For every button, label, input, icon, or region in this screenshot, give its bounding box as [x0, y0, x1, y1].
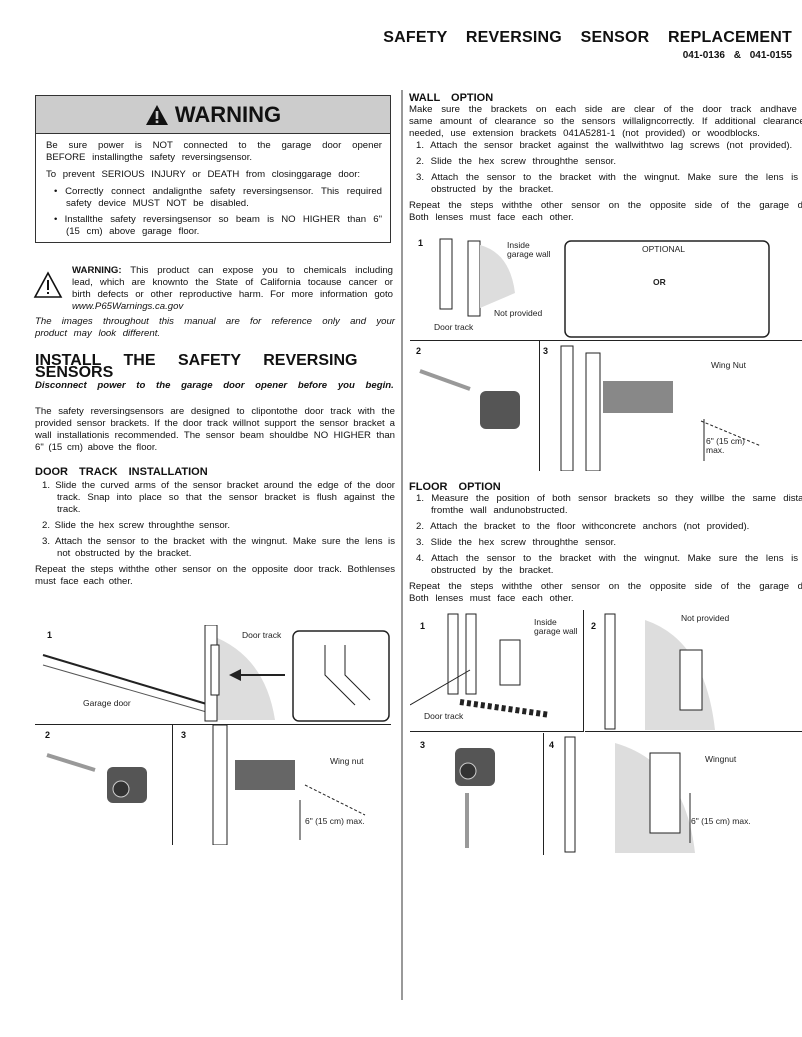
- wall-option-text: Make sure the brackets on each side are …: [409, 104, 802, 224]
- part-numbers: 041-0136 & 041-0155: [682, 50, 792, 61]
- warning-triangle-icon: [33, 271, 63, 298]
- step: 1. Measure the position of both sensor b…: [416, 493, 802, 516]
- repeat-note: Repeat the steps withthe other sensor on…: [409, 581, 802, 604]
- step: 3. Attach the sensor to the bracket with…: [416, 172, 802, 195]
- document-header: SAFETY REVERSING SENSOR REPLACEMENT 041-…: [292, 29, 792, 62]
- figure-floor-3: 3: [410, 733, 544, 855]
- floor-option-text: 1. Measure the position of both sensor b…: [409, 493, 802, 605]
- p65-link[interactable]: www.P65Warnings.ca.gov: [72, 301, 184, 312]
- prop65-warning: WARNING: This product can expose you to …: [33, 265, 393, 313]
- section-title-floor-option: FLOOR OPTION: [409, 481, 501, 493]
- section-title-install: INSTALL THE SAFETY REVERSING SENSORS: [35, 352, 358, 381]
- figure-floor-1: 1 Inside garage wall Door track: [410, 610, 584, 732]
- warning-box: WARNING Be sure power is NOT connected t…: [35, 95, 391, 243]
- warning-header: WARNING: [36, 96, 390, 134]
- repeat-note: Repeat the steps withthe other sensor on…: [35, 564, 395, 587]
- wall-intro: Make sure the brackets on each side are …: [409, 104, 802, 139]
- step: 2. Slide the hex screw throughthe sensor…: [416, 156, 616, 167]
- step: 3. Slide the hex screw throughthe sensor…: [416, 537, 616, 548]
- step: 3. Attach the sensor to the bracket with…: [42, 536, 395, 559]
- figure-wall-2: 2: [410, 341, 540, 471]
- repeat-note: Repeat the steps withthe other sensor on…: [409, 200, 802, 223]
- disclaimer: The images throughout this manual are fo…: [35, 316, 395, 339]
- step: 2. Slide the hex screw throughthe sensor…: [42, 520, 230, 531]
- warning-bullet: • Correctly connect andalignthe safety r…: [54, 186, 382, 209]
- figure-wall-1: 1 Inside garage wall Not provided Door t…: [410, 233, 802, 341]
- warning-bullet: • Installthe safety reversingsensor so b…: [54, 214, 382, 237]
- warning-line: Be sure power is NOT connected to the ga…: [46, 140, 382, 163]
- warning-title: WARNING: [174, 101, 282, 127]
- step: 1. Slide the curved arms of the sensor b…: [42, 480, 395, 515]
- step: 4. Attach the sensor to the bracket with…: [416, 553, 802, 576]
- figure-floor-2: 2 Not provided: [585, 610, 802, 732]
- section-title-wall-option: WALL OPTION: [409, 92, 494, 104]
- install-intro: The safety reversingsensors are designed…: [35, 406, 395, 453]
- step: 1. Attach the sensor bracket against the…: [416, 140, 793, 151]
- install-subtitle: Disconnect power to the garage door open…: [35, 380, 394, 391]
- door-track-steps: 1. Slide the curved arms of the sensor b…: [35, 480, 395, 588]
- figure-door-track-2: 2: [35, 725, 173, 845]
- figure-floor-4: 4 Wingnut 6" (15 cm) max.: [545, 733, 802, 855]
- figure-door-track-1: 1 Door track Garage door: [35, 625, 391, 725]
- section-title-door-track: DOOR TRACK INSTALLATION: [35, 466, 208, 478]
- step: 2. Attach the bracket to the floor withc…: [416, 521, 750, 532]
- page-title: SAFETY REVERSING SENSOR REPLACEMENT: [383, 29, 792, 46]
- figure-door-track-3: 3 Wing nut 6" (15 cm) max.: [175, 725, 391, 845]
- column-divider: [401, 90, 403, 1000]
- warning-triangle-icon: [145, 104, 168, 125]
- figure-wall-3: 3 Wing Nut 6" (15 cm) max.: [541, 341, 802, 471]
- warning-line: To prevent SERIOUS INJURY or DEATH from …: [46, 169, 361, 180]
